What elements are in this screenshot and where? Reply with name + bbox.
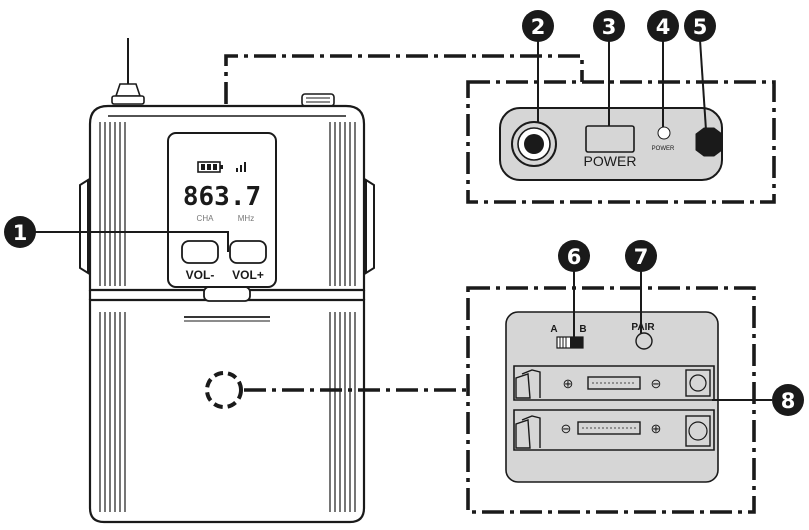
antenna-base — [114, 83, 142, 97]
power-switch[interactable] — [585, 125, 635, 153]
battery-2-plus: ⊕ — [651, 421, 662, 436]
svg-text:1: 1 — [13, 221, 28, 245]
lcd-frequency: 863.7 — [183, 182, 261, 212]
svg-text:8: 8 — [781, 389, 796, 413]
lcd-unit-label: MHz — [238, 214, 254, 223]
signal-strength-icon — [236, 162, 246, 172]
battery-contact-left — [515, 373, 531, 399]
power-led-label: POWER — [652, 146, 675, 152]
battery-latch — [203, 286, 251, 302]
battery-contact-left — [515, 419, 531, 449]
marker-5: 5 — [684, 10, 716, 42]
marker-8: 8 — [772, 384, 804, 416]
battery-cell-2 — [577, 421, 641, 435]
grip-ridges — [99, 122, 356, 512]
switch-b-label: B — [579, 324, 586, 335]
switch-a-label: A — [550, 324, 557, 335]
top-callout-line — [224, 54, 584, 104]
marker-2: 2 — [522, 10, 554, 42]
leader-5 — [699, 39, 707, 131]
ab-switch[interactable] — [556, 336, 584, 349]
bodypack-transmitter — [79, 38, 375, 524]
battery-1-minus: ⊖ — [651, 376, 662, 391]
vol-minus-label: VOL- — [186, 268, 215, 282]
battery-slot-1: ⊕ ⊖ — [513, 365, 715, 401]
belt-clip-right — [365, 178, 375, 275]
marker-7: 7 — [625, 240, 657, 272]
pair-button[interactable] — [635, 332, 653, 350]
marker-3: 3 — [593, 10, 625, 42]
top-knob — [301, 93, 335, 107]
power-switch-label: POWER — [584, 153, 637, 169]
marker-6: 6 — [558, 240, 590, 272]
svg-text:6: 6 — [567, 245, 582, 269]
svg-text:3: 3 — [602, 15, 617, 39]
vol-plus-label: VOL+ — [232, 268, 264, 282]
lcd-channel-label: CHA — [197, 214, 215, 223]
leader-1 — [34, 231, 229, 252]
battery-1-plus: ⊕ — [563, 376, 574, 391]
volume-buttons: VOL- VOL+ — [181, 240, 267, 282]
battery-contact-right — [685, 415, 711, 447]
marker-1: 1 — [4, 216, 36, 248]
antenna-connector — [111, 95, 145, 105]
battery-2-minus: ⊖ — [561, 421, 572, 436]
power-led-icon — [657, 126, 671, 140]
belt-clip-left — [79, 178, 89, 275]
vol-plus-button[interactable] — [229, 240, 267, 264]
top-detail-frame — [466, 80, 776, 204]
svg-text:4: 4 — [656, 15, 671, 39]
battery-compartment-locator — [205, 371, 243, 409]
lcd-display: 863.7 CHA MHz — [167, 132, 277, 288]
battery-slot-2: ⊖ ⊕ — [513, 409, 715, 451]
vol-minus-button[interactable] — [181, 240, 219, 264]
svg-text:5: 5 — [693, 15, 708, 39]
marker-leaders — [34, 39, 772, 401]
marker-4: 4 — [647, 10, 679, 42]
antenna-connector-icon — [695, 127, 723, 157]
top-panel-detail: POWER POWER — [466, 80, 776, 204]
pair-label: PAIR — [631, 322, 655, 333]
lower-housing — [88, 298, 366, 524]
battery-compartment-detail: A B PAIR ⊕ ⊖ — [466, 286, 756, 514]
number-markers: 1 2 3 4 5 6 7 8 — [4, 10, 804, 416]
svg-text:2: 2 — [531, 15, 546, 39]
svg-text:7: 7 — [634, 245, 649, 269]
